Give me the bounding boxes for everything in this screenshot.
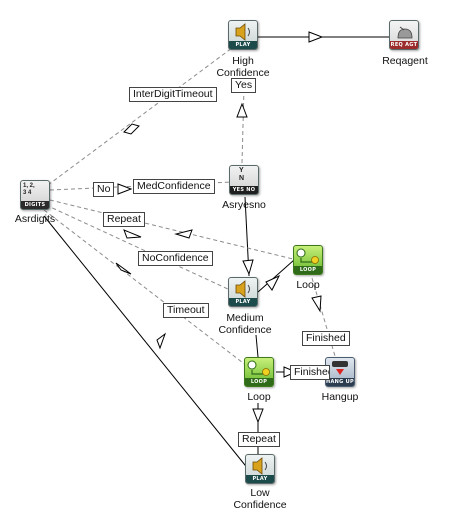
node-label-line1: High bbox=[232, 55, 254, 67]
node-strip: LOOP bbox=[245, 378, 273, 386]
edge-label-finished-2[interactable]: Finished bbox=[290, 365, 330, 380]
arrowhead-yesno-high bbox=[236, 102, 248, 118]
arrowhead-loop2-low bbox=[252, 408, 264, 424]
node-strip: DIGITS bbox=[21, 201, 49, 209]
arrowhead-digits-loop1 bbox=[123, 229, 142, 239]
bell-glyph bbox=[397, 26, 413, 39]
speaker-glyph bbox=[235, 23, 250, 41]
arrowhead-loop1-digits bbox=[174, 229, 193, 239]
digits-glyph: 1, 2, 3 4 bbox=[23, 183, 35, 196]
arrowhead-loop1-hangup bbox=[311, 295, 322, 313]
edge-label-noconfidence[interactable]: NoConfidence bbox=[138, 251, 213, 266]
node-asrdigits[interactable]: 1, 2, 3 4 DIGITS Asrdigits bbox=[10, 180, 60, 230]
edge-asrdigits-to-medium bbox=[45, 204, 231, 291]
arrowhead-digits-high bbox=[123, 123, 140, 135]
arrowhead-high-reqagent bbox=[308, 31, 324, 43]
yes-glyph: Y bbox=[239, 167, 244, 174]
arrowhead-medium-loop1 bbox=[265, 274, 281, 291]
node-strip: PLAY bbox=[229, 41, 257, 49]
arrowhead-digits-yesno bbox=[117, 183, 133, 195]
yes-no-icon: Y N YES NO bbox=[229, 165, 259, 195]
node-reqagent[interactable]: REQ AGT Reqagent bbox=[375, 20, 435, 70]
speaker-icon: PLAY bbox=[228, 20, 258, 50]
edge-asrdigits-to-loop2 bbox=[43, 209, 248, 367]
edge-label-yes[interactable]: Yes bbox=[231, 78, 257, 93]
edge-yesno-to-high bbox=[241, 87, 245, 164]
node-play-low-confidence[interactable]: PLAY Low Confidence bbox=[217, 454, 303, 516]
edge-label-no[interactable]: No bbox=[93, 182, 115, 197]
node-label-line2: Confidence bbox=[218, 324, 272, 336]
node-play-high-confidence[interactable]: PLAY High Confidence bbox=[200, 20, 286, 82]
node-label: Hangup bbox=[321, 391, 359, 403]
edge-label-medconfidence[interactable]: MedConfidence bbox=[133, 179, 215, 194]
agent-bell-icon: REQ AGT bbox=[389, 20, 419, 50]
node-label-line1: Medium bbox=[226, 312, 264, 324]
node-label: Asrdigits bbox=[14, 213, 56, 225]
node-label: Asryesno bbox=[222, 199, 266, 211]
speaker-glyph bbox=[235, 280, 250, 298]
node-asryesno[interactable]: Y N YES NO Asryesno bbox=[214, 165, 274, 215]
node-strip: LOOP bbox=[294, 266, 322, 274]
node-strip: PLAY bbox=[246, 475, 274, 483]
speaker-icon: PLAY bbox=[245, 454, 275, 484]
node-strip: REQ AGT bbox=[390, 41, 418, 49]
edge-label-repeat-1[interactable]: Repeat bbox=[103, 212, 145, 227]
node-label-line1: Low bbox=[250, 487, 270, 499]
arrowhead-yesno-medium bbox=[242, 259, 254, 276]
edge-label-repeat-2[interactable]: Repeat bbox=[238, 432, 280, 447]
no-glyph: N bbox=[239, 175, 245, 182]
node-label: Reqagent bbox=[382, 55, 428, 67]
edge-label-inter-digit-timeout[interactable]: InterDigitTimeout bbox=[129, 87, 217, 102]
loop-glyph bbox=[247, 360, 270, 376]
node-label-line2: Confidence bbox=[216, 67, 270, 79]
arrowhead-low-digits bbox=[156, 332, 167, 350]
edge-asrdigits-to-low bbox=[43, 215, 250, 471]
edge-medium-to-loop1 bbox=[257, 259, 295, 293]
node-loop-1[interactable]: LOOP Loop bbox=[283, 245, 333, 295]
speaker-icon: PLAY bbox=[228, 277, 258, 307]
node-label: Loop bbox=[296, 279, 320, 291]
speaker-glyph bbox=[252, 457, 267, 475]
hangup-glyph bbox=[332, 361, 348, 375]
node-strip: PLAY bbox=[229, 298, 257, 306]
node-strip: YES NO bbox=[230, 186, 258, 194]
edge-label-timeout[interactable]: Timeout bbox=[163, 303, 209, 318]
arrowhead-digits-medium bbox=[115, 262, 132, 275]
loop-icon: LOOP bbox=[244, 357, 274, 387]
node-strip: HANG UP bbox=[326, 378, 354, 386]
loop-glyph bbox=[296, 248, 319, 264]
node-label: Loop bbox=[247, 391, 271, 403]
loop-icon: LOOP bbox=[293, 245, 323, 275]
node-label-line2: Confidence bbox=[233, 499, 287, 511]
digits-icon: 1, 2, 3 4 DIGITS bbox=[20, 180, 50, 210]
node-play-medium-confidence[interactable]: PLAY Medium Confidence bbox=[202, 277, 288, 339]
edge-medium-to-loop2 bbox=[255, 334, 259, 358]
edge-label-finished-1[interactable]: Finished bbox=[302, 331, 350, 346]
node-loop-2[interactable]: LOOP Loop bbox=[234, 357, 284, 407]
